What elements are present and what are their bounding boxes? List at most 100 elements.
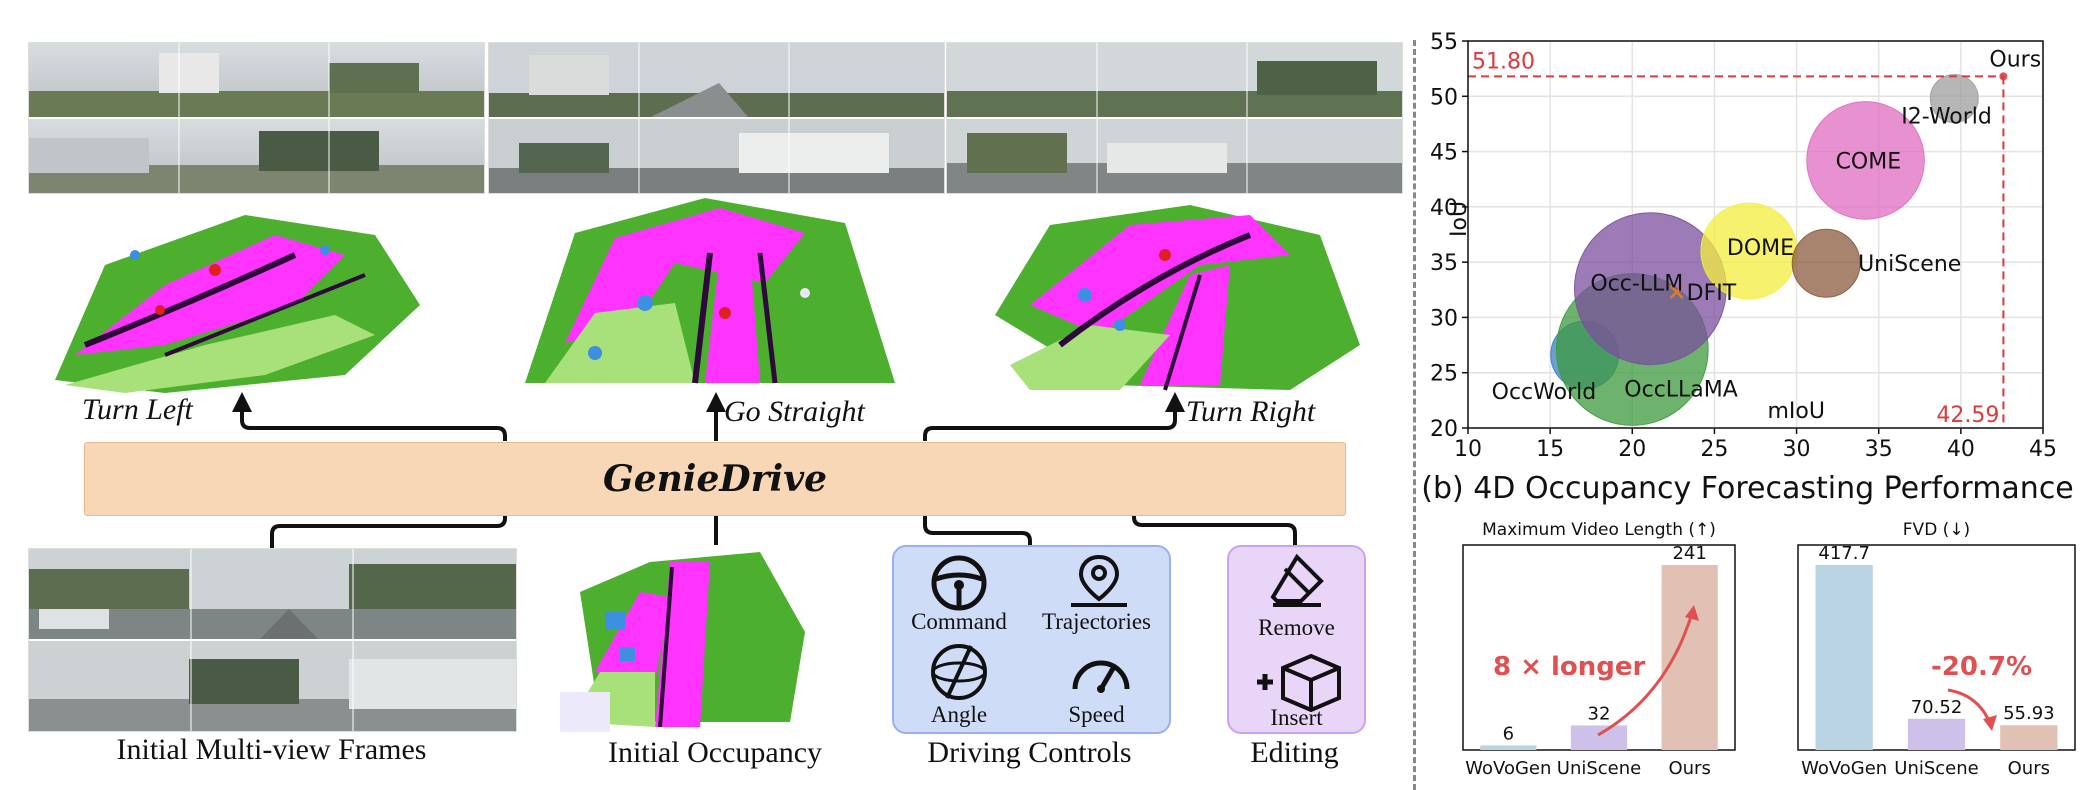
y-tick-label: 35 — [1430, 251, 1458, 276]
y-tick-label: 25 — [1430, 362, 1458, 387]
initial-multiview-frames — [28, 548, 517, 732]
bar-category-label: UniScene — [1557, 758, 1641, 779]
command-label-left: Turn Left — [82, 393, 193, 426]
occupancy-forecasting-chart: 10 15 20 25 30 35 40 45 20 25 30 35 40 45 50 55 51.80 42.… — [1421, 30, 2074, 506]
bubble-layer — [1550, 72, 2008, 426]
caption-initial-frames: Initial Multi-view Frames — [116, 733, 427, 766]
y-tick-label: 55 — [1430, 30, 1458, 55]
caption-driving-controls: Driving Controls — [927, 736, 1132, 769]
chart-title: (b) 4D Occupancy Forecasting Performance — [1421, 471, 2074, 506]
bar-ours — [1661, 565, 1718, 750]
editing-remove-label: Remove — [1258, 615, 1335, 640]
top-view-center — [488, 42, 945, 194]
camera-frames-center — [489, 43, 944, 193]
bar-category-label: WoVoGen — [1801, 758, 1887, 779]
bar-wovogen — [1480, 745, 1537, 750]
angle-icon — [931, 644, 987, 700]
camera-frames-left — [29, 43, 484, 193]
x-tick-label: 45 — [2029, 437, 2057, 462]
control-speed-label: Speed — [1068, 702, 1125, 727]
x-tick-label: 10 — [1454, 437, 1482, 462]
x-tick-label: 40 — [1947, 437, 1975, 462]
y-tick-label: 40 — [1430, 196, 1458, 221]
x-tick-label: 35 — [1865, 437, 1893, 462]
y-tick-label: 45 — [1430, 141, 1458, 166]
section-divider — [1413, 40, 1416, 790]
x-tick-label: 30 — [1783, 437, 1811, 462]
bar-ours — [2000, 725, 2058, 750]
editing-insert-label: Insert — [1270, 705, 1323, 730]
bubble-come — [1806, 101, 1925, 220]
reference-label-miou: 42.59 — [1936, 403, 1999, 428]
bar-value-label: 32 — [1588, 703, 1611, 724]
x-tick-label: 25 — [1700, 437, 1728, 462]
point-label-dfit: DFIT — [1687, 281, 1737, 306]
bar-category-label: Ours — [1668, 758, 1710, 779]
control-trajectories-label: Trajectories — [1041, 609, 1151, 634]
caption-editing: Editing — [1250, 736, 1339, 769]
initial-occupancy-map — [560, 552, 805, 732]
occupancy-left — [55, 215, 420, 393]
caption-initial-occupancy: Initial Occupancy — [607, 736, 823, 769]
occupancy-center — [525, 198, 895, 384]
insert-cube-icon — [1257, 653, 1341, 712]
control-angle-label: Angle — [930, 702, 988, 727]
command-label-right: Turn Right — [1186, 395, 1316, 428]
occupancy-right — [995, 205, 1360, 391]
driving-controls-panel: Command Trajectories Angle Speed — [892, 545, 1171, 734]
y-axis-label: IoU — [1447, 201, 1472, 237]
bar-category-label: UniScene — [1894, 758, 1978, 779]
annotation-arrow-head — [1983, 715, 1997, 731]
speedometer-icon — [1072, 660, 1130, 693]
bar-uniscene — [1570, 725, 1628, 750]
point-label-i2-world: I2-World — [1901, 104, 1992, 129]
point-label-ours: Ours — [1989, 47, 2041, 72]
eraser-icon — [1270, 553, 1324, 607]
bar-value-label: 6 — [1503, 723, 1514, 744]
bubble-i2-world — [1929, 73, 1979, 123]
model-name: GenieDrive — [602, 458, 828, 500]
trajectory-pin-icon — [1071, 554, 1127, 607]
y-tick-label: 50 — [1430, 85, 1458, 110]
annotation-arrow-curve — [1597, 609, 1695, 737]
reference-label-iou: 51.80 — [1472, 49, 1535, 74]
point-label-come: COME — [1836, 149, 1902, 174]
control-command-label: Command — [911, 609, 1007, 634]
annotation-arrow-head — [1685, 605, 1699, 621]
y-tick-label: 20 — [1430, 417, 1458, 442]
x-axis-label: mIoU — [1768, 399, 1825, 424]
command-label-straight: Go Straight — [724, 395, 865, 428]
initial-camera-frames — [29, 549, 516, 731]
camera-frames-right — [947, 43, 1402, 193]
point-label-occ-llm: Occ-LLM — [1590, 272, 1683, 297]
point-label-occllama: OccLLaMA — [1624, 378, 1738, 403]
top-view-left — [28, 42, 485, 194]
point-dfit-marker — [1669, 285, 1684, 299]
x-tick-label: 15 — [1536, 437, 1564, 462]
annotation-reduction: -20.7% — [1931, 652, 2032, 682]
annotation-longer: 8 × longer — [1493, 652, 1646, 682]
bar-category-label: Ours — [2008, 758, 2050, 779]
bar-value-label: 55.93 — [2003, 703, 2055, 724]
y-tick-label: 30 — [1430, 306, 1458, 331]
bar-wovogen — [1815, 565, 1873, 750]
bar-chart-title: Maximum Video Length (↑) — [1482, 520, 1716, 540]
point-label-occworld: OccWorld — [1492, 380, 1597, 405]
flow-arrows — [232, 392, 1297, 548]
bar-value-label: 70.52 — [1911, 697, 1963, 718]
editing-panel: Remove Insert — [1227, 545, 1366, 734]
top-view-right — [946, 42, 1403, 194]
bar-chart-title: FVD (↓) — [1903, 520, 1970, 540]
point-label-uniscene: UniScene — [1858, 252, 1961, 277]
geniedrive-banner: GenieDrive — [84, 442, 1346, 516]
steering-wheel-icon — [931, 555, 987, 611]
bubble-uniscene — [1791, 228, 1861, 298]
bar-value-label: 417.7 — [1818, 543, 1870, 564]
bar-category-label: WoVoGen — [1465, 758, 1551, 779]
bar-uniscene — [1907, 718, 1966, 750]
plot-frame — [1467, 40, 2044, 429]
x-tick-label: 20 — [1618, 437, 1646, 462]
point-label-dome: DOME — [1727, 236, 1794, 261]
